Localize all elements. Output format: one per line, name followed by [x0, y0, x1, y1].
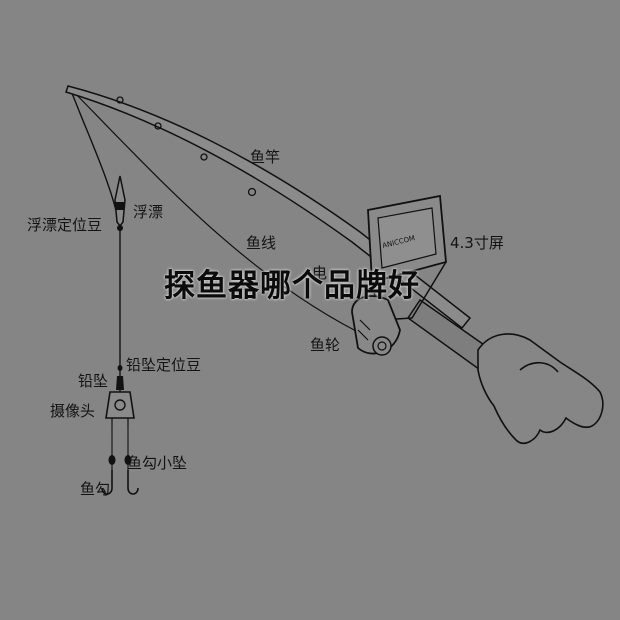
float-band — [116, 202, 124, 210]
label-float: 浮漂 — [133, 203, 164, 221]
headline-title: 探鱼器哪个品牌好 — [164, 268, 420, 304]
rod-body — [65, 85, 472, 330]
camera — [105, 391, 135, 426]
label-camera: 摄像头 — [50, 402, 96, 420]
label-sinker: 铅坠 — [78, 372, 109, 390]
main-line — [69, 87, 371, 339]
label-line: 鱼线 — [246, 234, 277, 252]
float — [114, 175, 126, 228]
rod-guide — [116, 96, 124, 104]
fishing-line — [69, 87, 121, 392]
sinker — [116, 376, 124, 390]
label-sinker-stopper: 铅坠定位豆 — [126, 356, 202, 374]
float-stopper-bead — [117, 225, 123, 231]
label-partial: 电 — [312, 264, 328, 282]
label-hook: 鱼勾 — [80, 480, 111, 498]
small-sinker — [108, 455, 116, 465]
rod-guide — [154, 122, 162, 130]
label-screen: 4.3寸屏 — [450, 234, 504, 252]
small-sinker — [124, 455, 132, 465]
hook-icon — [127, 470, 139, 495]
rod-guide — [247, 187, 257, 197]
rod-guide — [200, 153, 208, 161]
label-reel: 鱼轮 — [310, 336, 341, 354]
sinker-stopper-bead — [117, 365, 123, 371]
label-rod: 鱼竿 — [250, 148, 281, 166]
hook-icon — [101, 470, 113, 495]
label-small-sinker: 鱼勾小坠 — [127, 454, 188, 472]
hand — [477, 333, 604, 445]
reel — [351, 295, 401, 356]
label-float-stopper: 浮漂定位豆 — [27, 216, 103, 234]
